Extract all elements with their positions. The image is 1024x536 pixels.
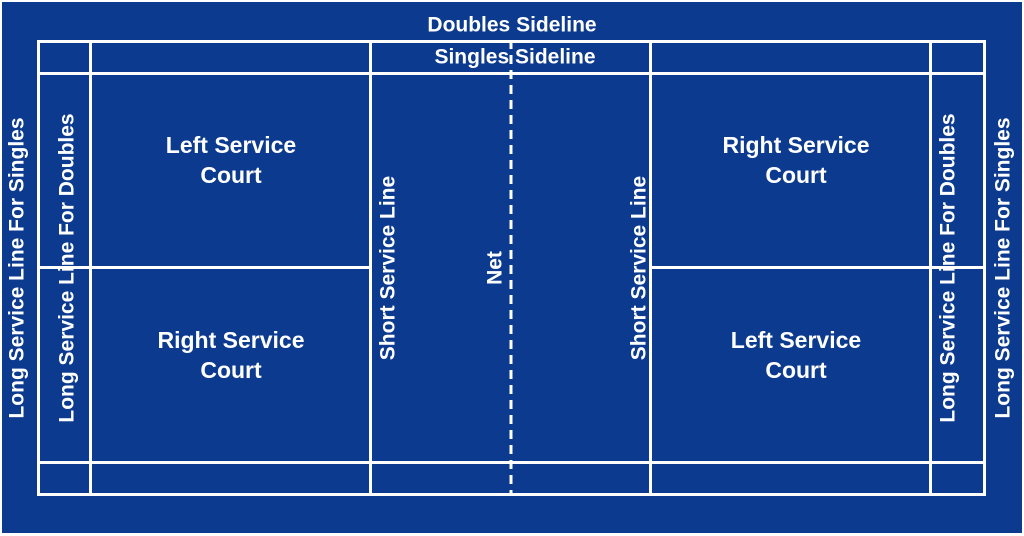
long-service-singles-label-left: Long Service Line For Singles: [5, 117, 29, 419]
left-court-top-label: Left Service Court: [165, 132, 297, 188]
singles-sideline-label: Singles Sideline: [434, 45, 596, 69]
long-service-doubles-label-right: Long Service Line For Doubles: [936, 113, 960, 423]
long-service-doubles-label-left: Long Service Line For Doubles: [55, 113, 79, 423]
right-court-top-label: Right Service Court: [722, 132, 870, 188]
net-label: Net: [483, 251, 507, 285]
right-court-bottom-label: Left Service Court: [730, 327, 862, 383]
left-court-bottom-label: Right Service Court: [157, 327, 305, 383]
doubles-sideline-label: Doubles Sideline: [427, 13, 597, 37]
short-service-label-right: Short Service Line: [627, 175, 651, 361]
short-service-label-left: Short Service Line: [376, 175, 400, 361]
center-line-left: [37, 266, 372, 269]
center-line-right: [649, 266, 986, 269]
net-dashed-line: [509, 40, 513, 496]
long-service-singles-label-right: Long Service Line For Singles: [991, 117, 1015, 419]
